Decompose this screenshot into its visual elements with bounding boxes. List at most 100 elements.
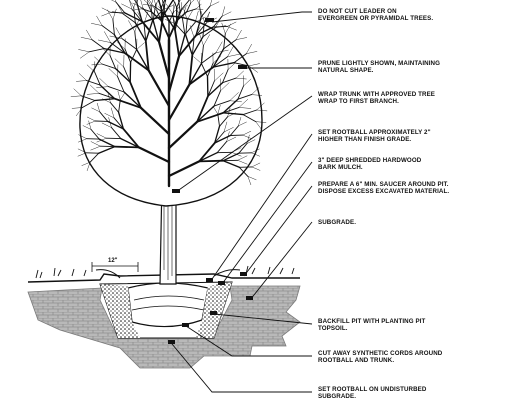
branch-stroke: [226, 136, 237, 142]
branch-stroke: [215, 49, 229, 54]
branch-stroke: [212, 48, 225, 68]
branch-stroke: [98, 138, 116, 148]
branch-stroke: [110, 102, 120, 113]
branch-stroke: [231, 152, 242, 157]
note-prepare-saucer: PREPARE A 6" MIN. SAUCER AROUND PIT.DISP…: [318, 181, 450, 196]
branch-stroke: [179, 0, 190, 12]
branch-stroke: [207, 82, 224, 97]
branch-stroke: [101, 12, 112, 17]
branch-stroke: [89, 152, 100, 163]
branch-stroke: [157, 0, 162, 8]
branch-stroke: [90, 141, 101, 147]
branch-stroke: [174, 23, 187, 36]
branch-stroke: [195, 16, 202, 37]
branch-stroke: [201, 52, 217, 64]
branch-stroke: [227, 53, 241, 57]
branch-stroke: [176, 10, 182, 22]
branch-stroke: [91, 107, 100, 113]
branch-stroke: [246, 139, 256, 144]
branch-stroke: [174, 28, 180, 58]
branch-stroke: [195, 8, 204, 10]
branch-stroke: [191, 36, 204, 56]
branch-stroke: [154, 0, 156, 5]
branch-stroke: [214, 18, 221, 29]
branch-stroke: [96, 137, 107, 143]
branch-stroke: [222, 106, 240, 114]
branch-stroke: [255, 121, 267, 123]
branch-stroke: [75, 107, 83, 117]
branch-stroke: [195, 22, 207, 36]
branch-stroke: [90, 84, 100, 94]
branch-stroke: [80, 51, 90, 59]
branch-stroke: [212, 25, 228, 28]
branch-stroke: [82, 125, 92, 130]
branch-stroke: [104, 31, 111, 43]
branch-stroke: [141, 8, 152, 13]
branch-stroke: [78, 73, 87, 81]
branch-stroke: [97, 39, 111, 43]
branch-stroke: [107, 93, 111, 103]
branch-stroke: [78, 49, 90, 53]
branch-stroke: [136, 0, 138, 4]
branch-stroke: [143, 23, 147, 42]
branch-stroke: [108, 68, 118, 77]
branch-stroke: [217, 105, 221, 115]
branch-stroke: [194, 10, 199, 23]
dimension-line: [91, 262, 139, 272]
mulch-saucer: [27, 269, 300, 283]
branch-stroke: [110, 11, 126, 14]
branch-stroke: [86, 64, 95, 73]
branch-stroke: [213, 90, 221, 107]
branch-stroke: [203, 34, 210, 46]
branch-stroke: [80, 95, 96, 101]
branch-stroke: [112, 8, 117, 20]
branch-stroke: [201, 45, 204, 64]
branch-stroke: [221, 11, 232, 17]
branch-stroke: [216, 141, 228, 154]
branch-stroke: [242, 109, 258, 116]
branch-stroke: [103, 47, 126, 54]
branch-stroke: [190, 0, 195, 4]
branch-stroke: [251, 162, 261, 168]
branch-stroke: [221, 6, 226, 17]
branch-stroke: [94, 56, 103, 65]
branch-stroke: [223, 39, 237, 50]
branch-stroke: [214, 125, 221, 144]
note-set-rootball-higher: SET ROOTBALL APPROXIMATELY 2"HIGHER THAN…: [318, 129, 431, 144]
branch-stroke: [222, 160, 240, 168]
branch-stroke: [96, 102, 100, 113]
branch-stroke: [149, 0, 154, 7]
branch-stroke: [214, 131, 225, 144]
branch-stroke: [111, 127, 122, 140]
branch-stroke: [219, 116, 229, 127]
branch-stroke: [130, 48, 138, 63]
branch-stroke: [143, 0, 148, 4]
branch-stroke: [86, 161, 91, 171]
branch-stroke: [117, 111, 125, 130]
branch-stroke: [78, 134, 87, 139]
branch-stroke: [91, 39, 105, 50]
branch-stroke: [186, 10, 193, 21]
branch-stroke: [213, 100, 231, 107]
branch-stroke: [160, 19, 170, 39]
branch-stroke: [134, 22, 147, 42]
branch-stroke: [81, 100, 96, 108]
branch-stroke: [122, 13, 136, 24]
branch-stroke: [111, 0, 117, 3]
branch-stroke: [108, 117, 112, 128]
branch-stroke: [198, 142, 216, 163]
branch-stroke: [86, 29, 93, 40]
branch-stroke: [185, 19, 188, 36]
branch-stroke: [77, 148, 87, 154]
branch-stroke: [99, 111, 109, 122]
branch-stroke: [109, 54, 117, 70]
branch-stroke: [255, 121, 263, 131]
branch-stroke: [152, 19, 160, 43]
branch-stroke: [94, 71, 101, 86]
branch-stroke: [101, 122, 112, 128]
branch-stroke: [117, 90, 121, 101]
branch-stroke: [214, 72, 224, 82]
tree-branches: [70, 0, 268, 188]
